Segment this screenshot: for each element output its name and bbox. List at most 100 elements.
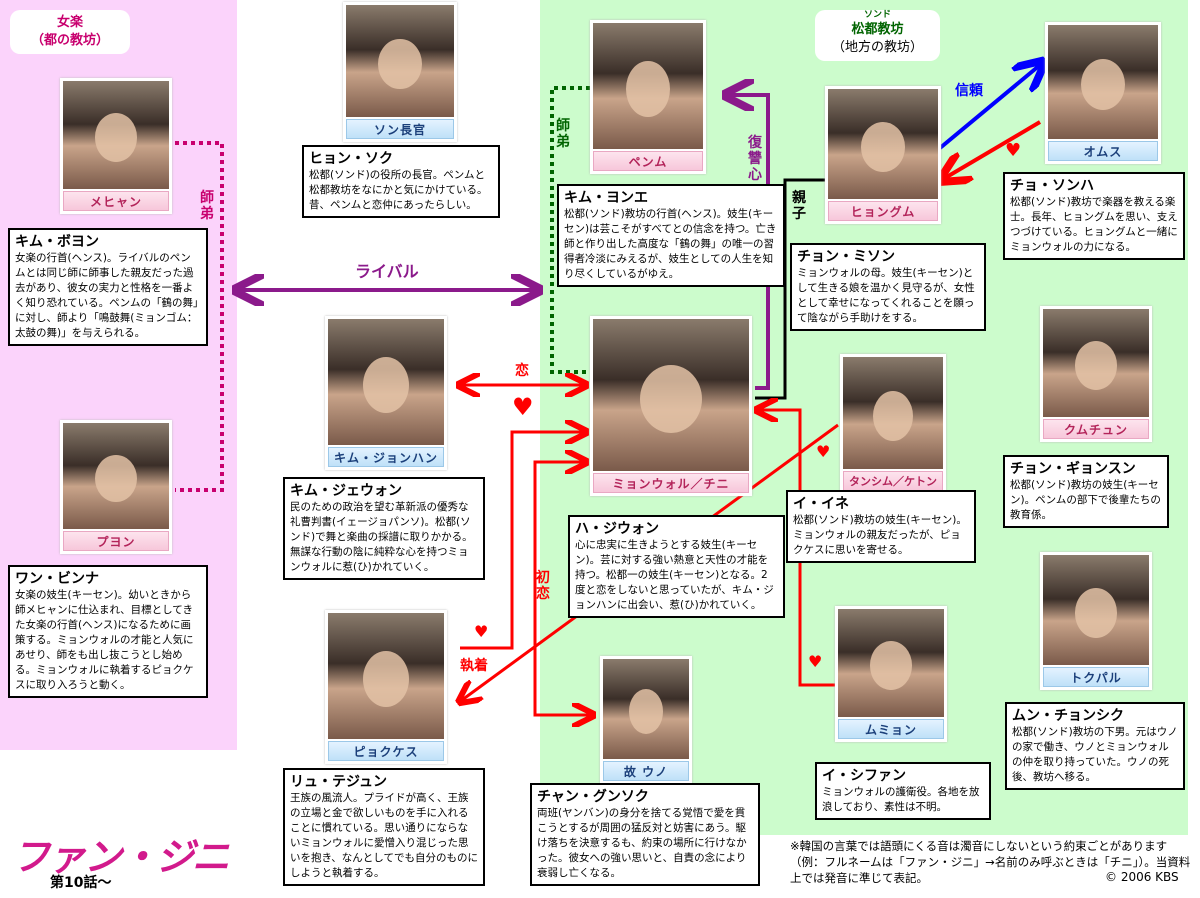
shitei-line-pink (175, 141, 224, 492)
firstlove-arrow (533, 462, 590, 715)
profile-uno: チャン・グンソク両班(ヤンバン)の身分を捨てる覚悟で愛を貫こうとするが周囲の猛反… (530, 783, 760, 886)
profile-puyon: ワン・ビンナ女楽の妓生(キーセン)。幼いときから師メヒャンに仕込まれ、目標として… (8, 565, 208, 698)
character-card-penmu[interactable]: ペンム (590, 20, 706, 174)
profile-omusu: チョ・ソンハ松都(ソンド)教坊で楽器を教える楽士。長年、ヒョングムを思い、支えつ… (1003, 172, 1185, 260)
actor-name: チャン・グンソク (537, 789, 649, 805)
profile-text: 女楽の妓生(キーセン)。幼いときから師メヒャンに仕込まれ、目標としてきた女楽の行… (15, 589, 194, 691)
character-card-mumyon[interactable]: ムミョン (835, 606, 947, 742)
actor-name: イ・シファン (822, 768, 906, 784)
profile-text: 心に忠実に生きようとする妓生(キーセン)。芸に対する強い熱意と天性の才能を持つ。… (575, 539, 774, 611)
portrait (346, 5, 454, 117)
role-label: クムチュン (1043, 419, 1149, 439)
group-title: 松都教坊 (851, 22, 904, 37)
character-card-mehyan[interactable]: メヒャン (60, 78, 172, 214)
profile-text: ミョンウォルの護衛役。各地を放浪しており、素性は不明。 (822, 786, 980, 813)
character-card-hyongum[interactable]: ヒョングム (825, 86, 941, 224)
character-card-myongwol[interactable]: ミョンウォル／チニ (590, 316, 752, 496)
portrait (328, 319, 444, 445)
profile-jonghan: キム・ジェウォン民のための政治を望む革新派の優秀な礼曹判書(イェージョパンソ)。… (283, 477, 485, 580)
profile-mehyan: キム・ボヨン女楽の行首(ヘンス)。ライバルのペンムとは同じ師に師事した親友だった… (8, 228, 208, 346)
shitei-line-green (550, 86, 590, 374)
profile-text: 松都(ソンド)の役所の長官。ペンムと松都教坊をなにかと気にかけている。昔、ペンム… (309, 169, 488, 211)
portrait (838, 609, 944, 717)
character-card-puyon[interactable]: プヨン (60, 420, 172, 554)
relation-label-obsession: 執着 (460, 658, 488, 674)
actor-name: キム・ボヨン (15, 234, 99, 250)
relation-label-firstlove: 初恋 (536, 570, 550, 602)
relation-label-rival: ライバル (355, 262, 419, 281)
profile-pyokkesu: リュ・テジュン王族の風流人。プライドが高く、王族の立場と金で欲しいものを手に入れ… (283, 768, 485, 886)
group-title: 女楽 (56, 15, 83, 30)
heart-icon: ♥ (512, 393, 534, 421)
heart-icon: ♥ (808, 652, 823, 671)
character-card-pyokkesu[interactable]: ピョクケス (325, 610, 447, 764)
role-label: プヨン (63, 531, 169, 551)
obsession-line (460, 432, 583, 650)
profile-kumchun: チョン・ギョンスン松都(ソンド)教坊の妓生(キーセン)。ペンムの部下で後輩たちの… (1003, 455, 1169, 528)
heart-icon: ♥ (474, 622, 489, 641)
actor-name: ワン・ビンナ (15, 571, 99, 587)
profile-penmu: キム・ヨンエ松都(ソンド)教坊の行首(ヘンス)。妓生(キーセン)は芸こそがすべて… (557, 184, 785, 287)
role-label: メヒャン (63, 191, 169, 211)
character-card-kumchun[interactable]: クムチュン (1040, 306, 1152, 442)
actor-name: キム・ヨンエ (564, 190, 648, 206)
portrait (63, 423, 169, 529)
profile-tansim: イ・イネ松都(ソンド)教坊の妓生(キーセン)。ミョンウォルの親友だったが、ピョク… (786, 490, 976, 563)
trust-arrow (938, 65, 1040, 150)
relation-label-trust: 信頼 (955, 83, 983, 99)
role-label: ミョンウォル／チニ (593, 473, 749, 493)
profile-text: 女楽の行首(ヘンス)。ライバルのペンムとは同じ師に師事した親友だった過去があり、… (15, 252, 199, 339)
profile-hyongum: チョン・ミソンミョンウォルの母。妓生(キーセン)として生きる娘を温かく見守るが、… (790, 243, 986, 331)
footnote: ※韓国の言葉では語頭にくる音は濁音にしないという約束ごとがあります（例：フルネー… (790, 839, 1191, 885)
group-subtitle: （地方の教坊） (831, 40, 923, 55)
profile-text: 民のための政治を望む革新派の優秀な礼曹判書(イェージョパンソ)。松都(ソンド)で… (290, 501, 473, 573)
relation-label-parent: 親子 (792, 190, 806, 222)
songdo-header: ソンド松都教坊 （地方の教坊） (815, 10, 940, 61)
portrait (828, 89, 938, 199)
actor-name: キム・ジェウォン (290, 483, 402, 499)
profile-text: 松都(ソンド)教坊で楽器を教える楽士。長年、ヒョングムを思い、支えつづけている。… (1010, 196, 1178, 253)
heart-icon: ♥ (1005, 140, 1022, 161)
role-label: ペンム (593, 151, 703, 171)
profile-text: 松都(ソンド)教坊の行首(ヘンス)。妓生(キーセン)は芸こそがすべてとの信念を持… (564, 208, 777, 280)
profile-son: ヒョン・ソク松都(ソンド)の役所の長官。ペンムと松都教坊をなにかと気にかけている… (302, 145, 500, 218)
portrait (328, 613, 444, 739)
omusu-love-arrow (945, 120, 1042, 178)
actor-name: ヒョン・ソク (309, 151, 393, 167)
portrait (593, 23, 703, 149)
actor-name: イ・イネ (793, 496, 849, 512)
series-logo: ファン・ジニ (12, 835, 230, 879)
actor-name: チョン・ミソン (797, 249, 895, 265)
role-label: オムス (1048, 141, 1158, 161)
portrait (1043, 555, 1149, 665)
character-card-omusu[interactable]: オムス (1045, 22, 1161, 164)
portrait (603, 659, 689, 759)
profile-tokpal: ムン・チョンシク松都(ソンド)教坊の下男。元はウノの家で働き、ウノとミョンウォル… (1005, 702, 1185, 790)
character-card-son[interactable]: ソン長官 (343, 2, 457, 142)
role-label: キム・ジョンハン (328, 447, 444, 467)
profile-text: 松都(ソンド)教坊の妓生(キーセン)。ミョンウォルの親友だったが、ピョクケスに思… (793, 514, 967, 556)
heart-icon: ♥ (816, 442, 831, 461)
group-ruby: ソンド (863, 10, 891, 20)
gakuraku-header: 女楽（都の教坊） (10, 10, 130, 54)
actor-name: ハ・ジウォン (575, 521, 659, 537)
character-card-tokpal[interactable]: トクパル (1040, 552, 1152, 690)
actor-name: チョン・ギョンスン (1010, 461, 1136, 477)
role-label: ソン長官 (346, 119, 454, 139)
profile-text: 松都(ソンド)教坊の妓生(キーセン)。ペンムの部下で後輩たちの教育係。 (1010, 479, 1161, 521)
role-label: 故 ウノ (603, 761, 689, 781)
portrait (843, 357, 943, 469)
relation-label-love: 恋 (515, 363, 529, 379)
portrait (593, 319, 749, 471)
character-card-tansim[interactable]: タンシム／ケトン (840, 354, 946, 494)
character-card-jonghan[interactable]: キム・ジョンハン (325, 316, 447, 470)
profile-myongwol: ハ・ジウォン心に忠実に生きようとする妓生(キーセン)。芸に対する強い熱意と天性の… (568, 515, 785, 618)
profile-mumyon: イ・シファンミョンウォルの護衛役。各地を放浪しており、素性は不明。 (815, 762, 991, 820)
character-card-uno[interactable]: 故 ウノ (600, 656, 692, 784)
actor-name: ムン・チョンシク (1012, 708, 1124, 724)
actor-name: チョ・ソンハ (1010, 178, 1094, 194)
episode-label: 第10話～ (50, 875, 112, 891)
role-label: ピョクケス (328, 741, 444, 761)
actor-name: リュ・テジュン (290, 774, 388, 790)
role-label: トクパル (1043, 667, 1149, 687)
